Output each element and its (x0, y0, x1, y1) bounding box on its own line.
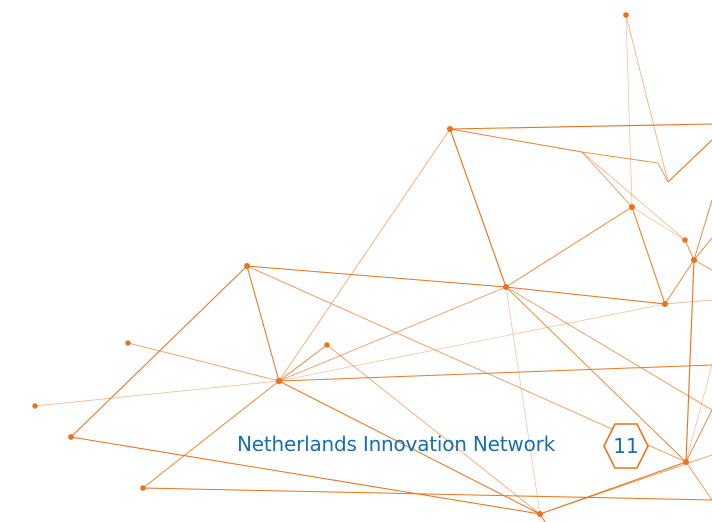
network-node (324, 342, 330, 348)
network-node (140, 485, 146, 491)
network-edge (142, 380, 280, 489)
page-number: 11 (613, 434, 639, 458)
network-edge (127, 342, 280, 382)
network-edge (664, 259, 695, 305)
network-edge (685, 461, 712, 501)
network-node (447, 126, 453, 132)
network-node (691, 257, 697, 263)
network-edge (449, 123, 712, 130)
network-edge (246, 265, 507, 288)
network-edge (326, 344, 541, 515)
network-node (275, 377, 283, 385)
network-edge (34, 380, 280, 407)
network-edge (278, 303, 666, 382)
network-edge (70, 265, 248, 438)
network-edge (581, 151, 686, 241)
network-edge (505, 286, 712, 411)
hexagon-icon (603, 423, 649, 469)
network-edge (693, 259, 712, 271)
network-edge (449, 128, 583, 153)
network-edge (278, 128, 451, 382)
network-node (629, 204, 635, 210)
network-edge (505, 286, 687, 463)
network-edge (70, 436, 541, 515)
network-edge (505, 286, 541, 515)
network-node (244, 263, 250, 269)
network-edge (505, 206, 633, 288)
network-edge (657, 162, 669, 183)
network-edge (625, 14, 633, 208)
network-node (125, 340, 131, 346)
network-edge (581, 151, 633, 208)
network-edge (693, 199, 712, 261)
network-edge (278, 364, 712, 382)
network-edge (684, 239, 695, 261)
network-edge (631, 206, 666, 305)
network-node (683, 459, 689, 465)
network-edge (631, 206, 686, 241)
network-edge (581, 151, 659, 164)
network-edge (685, 259, 695, 463)
network-node (503, 284, 509, 290)
network-edge (693, 237, 712, 261)
network-edge (685, 364, 712, 463)
network-edge (246, 265, 280, 382)
network-edge (278, 344, 328, 382)
network-edge (278, 380, 541, 515)
network-edge (505, 286, 666, 305)
network-edge (278, 286, 507, 382)
organization-name: Netherlands Innovation Network (237, 432, 556, 456)
network-node (662, 301, 668, 307)
network-edge (667, 139, 712, 183)
network-edge (664, 299, 712, 305)
network-edge (539, 454, 712, 515)
network-edge (685, 409, 712, 463)
network-node (623, 12, 629, 18)
network-edge (142, 487, 712, 501)
network-node (537, 511, 543, 517)
network-node (32, 403, 38, 409)
network-node (682, 237, 688, 243)
network-edge (449, 128, 507, 288)
network-edge (625, 14, 669, 183)
network-node (68, 434, 74, 440)
page-number-badge: 11 (603, 422, 649, 470)
